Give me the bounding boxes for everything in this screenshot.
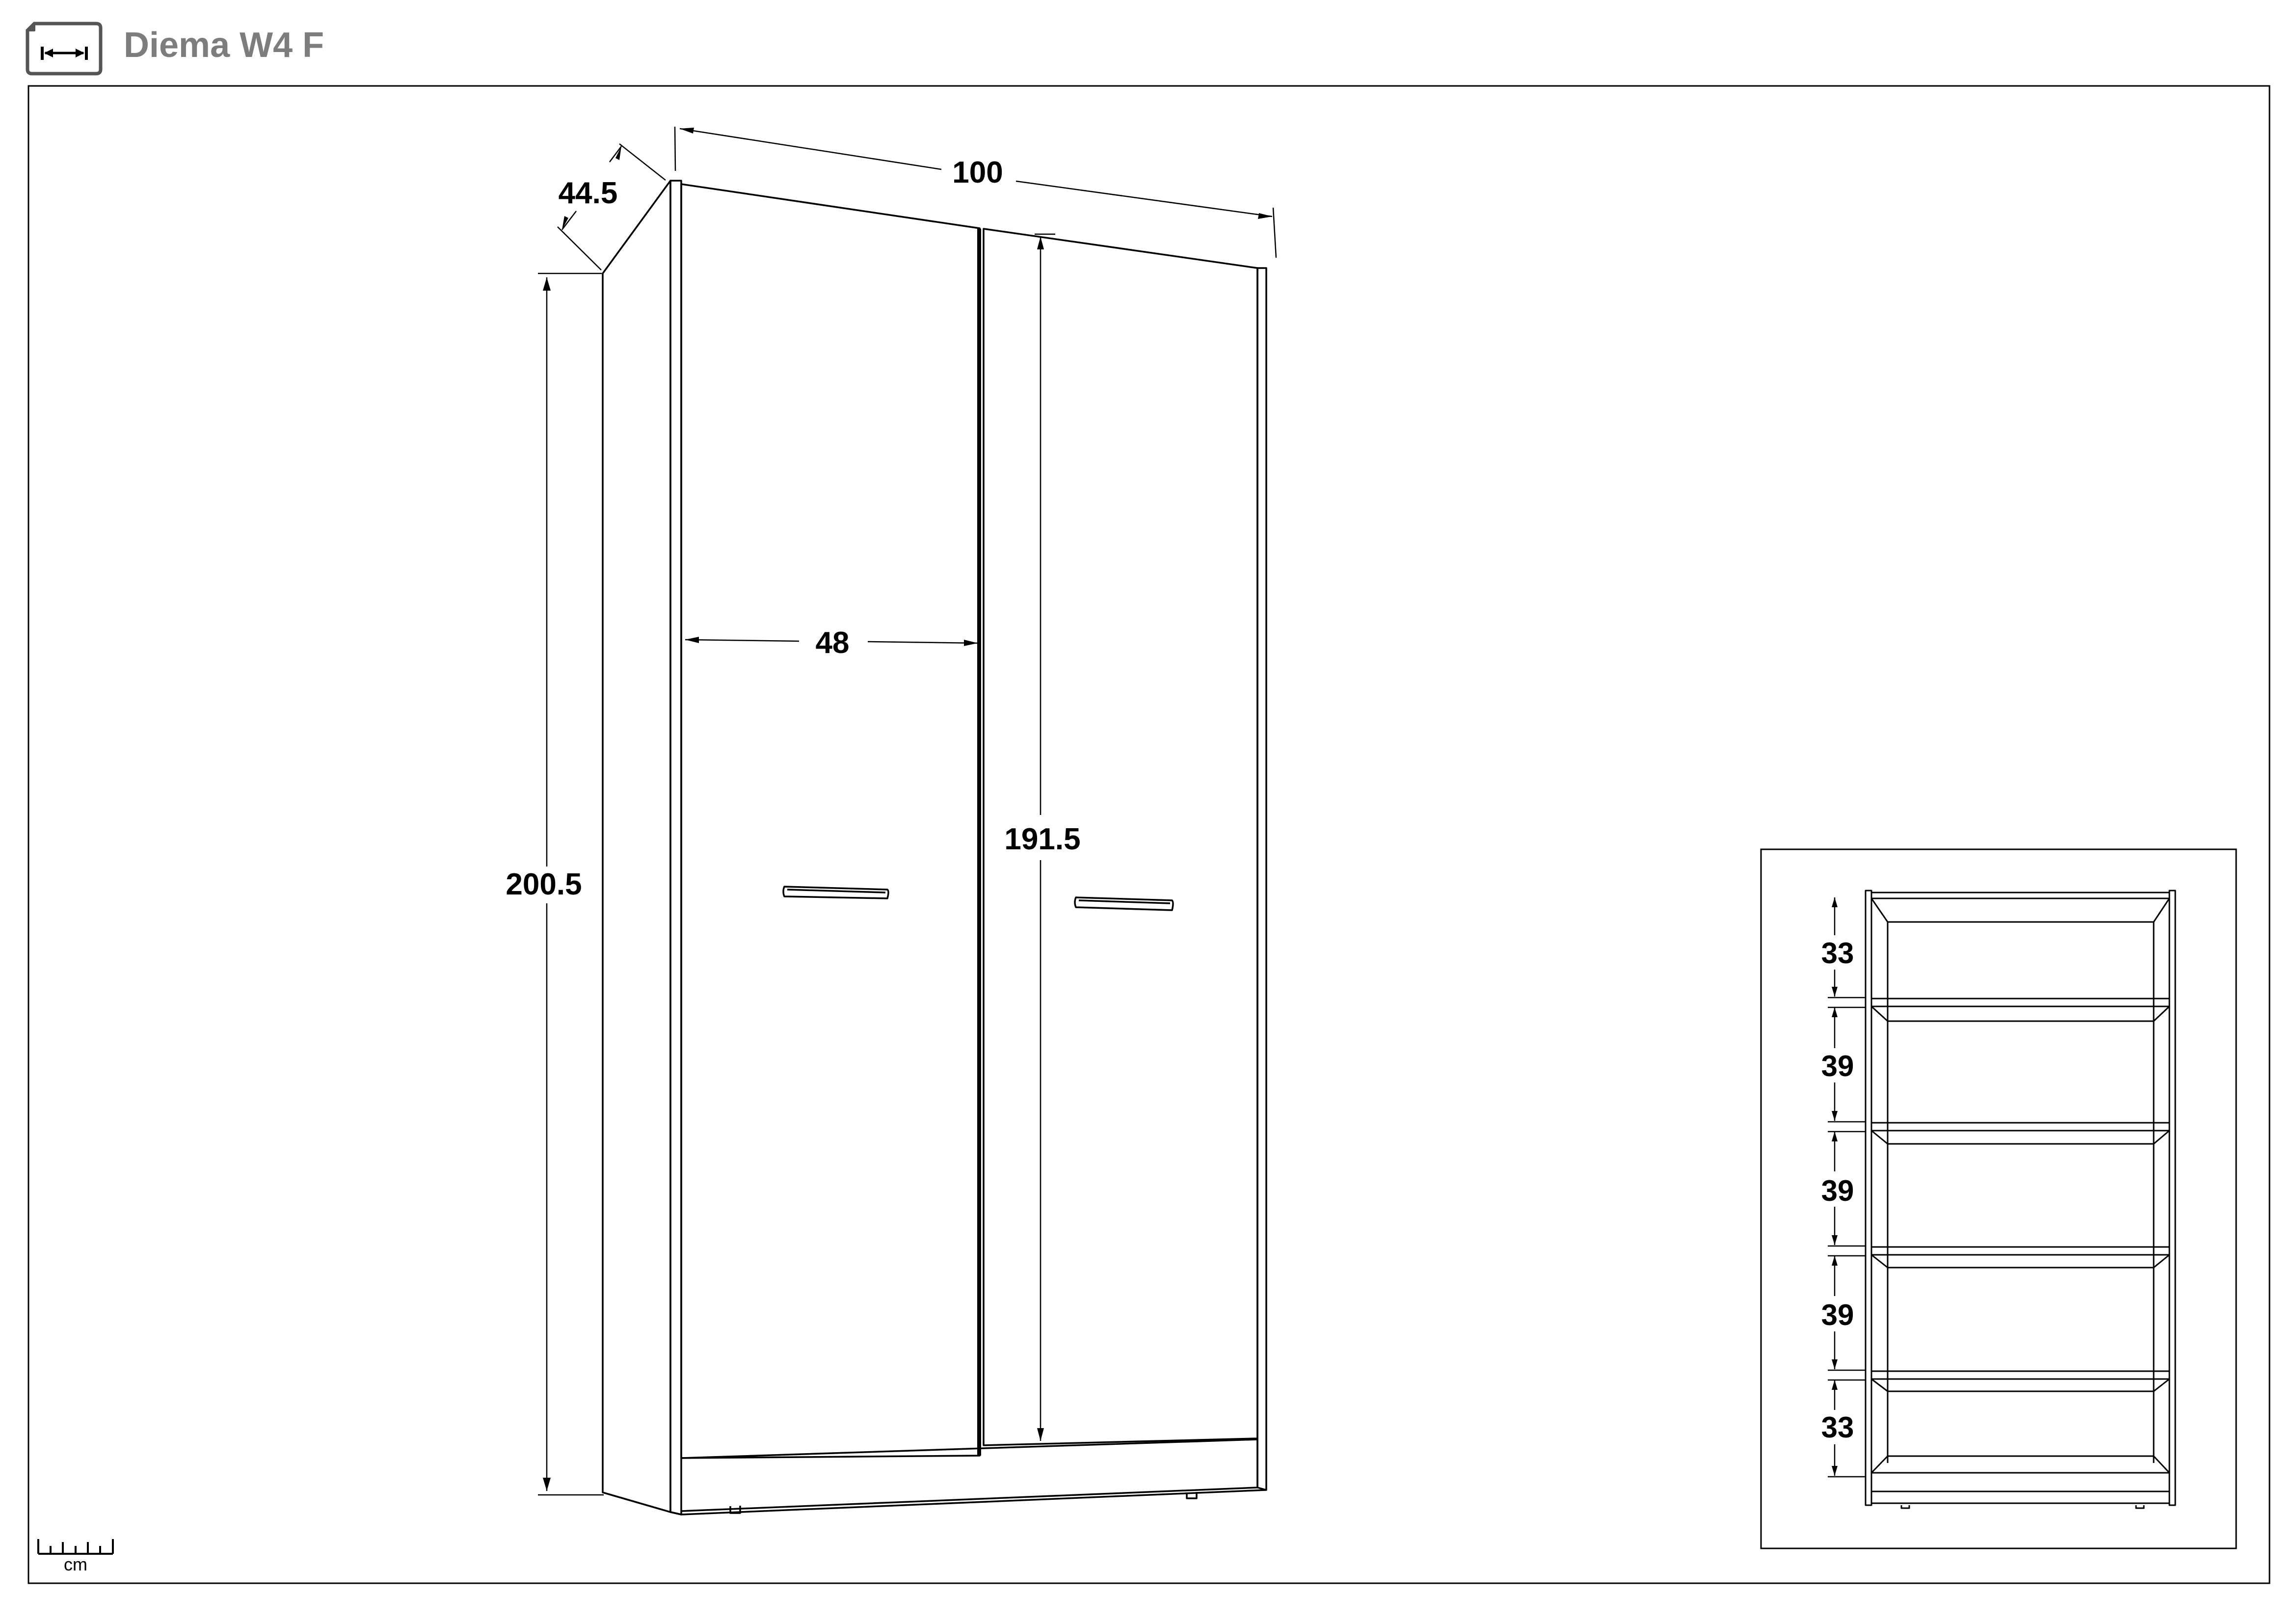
ruler-icon: cm: [37, 1539, 114, 1573]
shelf-spacing-2: 39: [1821, 1050, 1854, 1083]
product-title: Diema W4 F: [124, 26, 324, 65]
dim-height: 200.5: [506, 867, 582, 901]
shelf-spacing-5: 33: [1821, 1411, 1854, 1444]
left-door-handle: [782, 886, 889, 899]
right-door-handle: [1074, 896, 1174, 911]
dim-depth: 44.5: [559, 176, 618, 210]
dimension-arrows-icon: [26, 22, 103, 76]
dim-width: 100: [952, 156, 1003, 189]
shelf-spacing-4: 39: [1821, 1299, 1854, 1331]
dim-door-width: 48: [816, 626, 850, 660]
dim-door-height: 191.5: [1004, 822, 1080, 856]
shelf-spacing-3: 39: [1821, 1174, 1854, 1207]
shelf-spacing-1: 33: [1821, 937, 1854, 970]
scale-unit-label: cm: [64, 1554, 87, 1573]
